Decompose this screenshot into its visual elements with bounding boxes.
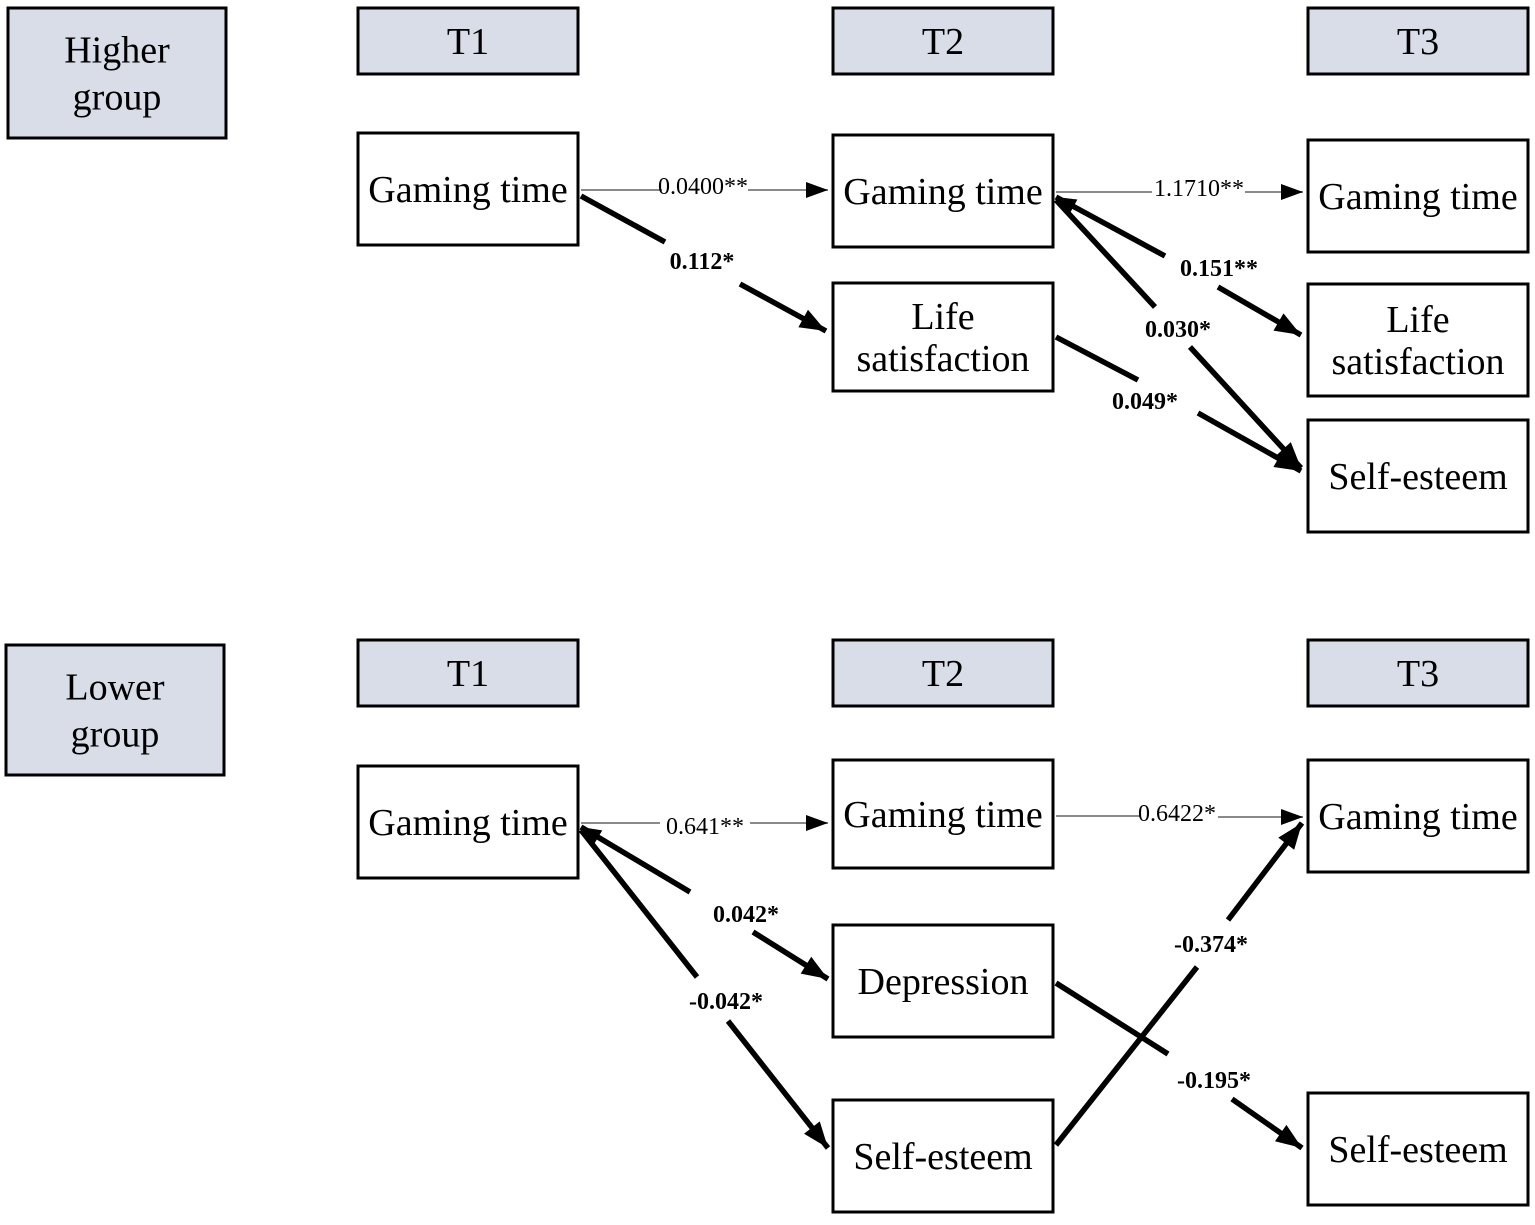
higher-group-gaming-time-t3-box: [1306, 138, 1530, 254]
lower-group-edge-t1-gaming-to-t2-depression-coefficient: 0.042*: [713, 902, 779, 928]
lower-group-edge-t2-depression-to-t3-selfesteem-arrowhead-icon: [1274, 1124, 1302, 1148]
lower-group-edge-t1-gaming-to-t2-gaming-coefficient: 0.641**: [666, 814, 744, 840]
lower-group-edge-t2-selfesteem-to-t3-gaming-coefficient: -0.374*: [1174, 932, 1248, 958]
higher-group-gaming-time-t2-box: [831, 133, 1055, 249]
higher-group-edge-t2-gaming-to-t3-lifesat-coefficient: 0.151**: [1180, 256, 1258, 282]
higher-group-edge-t1-gaming-to-t2-lifesat-arrowhead-icon: [798, 309, 826, 331]
higher-group-gaming-time-t1-label: Gaming time: [368, 169, 567, 211]
higher-group-gaming-time-t1-box: [356, 131, 580, 247]
higher-group-header-t3-label: T3: [1397, 21, 1439, 63]
lower-group-self-esteem-t2-label: Self-esteem: [853, 1136, 1032, 1178]
higher-group-edge-t2-lifesat-to-t3-selfesteem-coefficient: 0.049*: [1112, 389, 1178, 415]
higher-group-header-t1-label: T1: [447, 21, 489, 63]
lower-group-edge-t2-selfesteem-to-t3-gaming-segment-0: [1053, 965, 1200, 1147]
lower-group-self-esteem-t2-box: [831, 1098, 1055, 1214]
lower-group-edge-t2-depression-to-t3-selfesteem-segment-0: [1054, 980, 1170, 1057]
lower-group-edge-t2-depression-to-t3-selfesteem-coefficient: -0.195*: [1177, 1068, 1251, 1094]
lower-group-edge-t1-gaming-to-t2-selfesteem-segment-1: [725, 1019, 831, 1150]
higher-group-edge-t2-gaming-to-t3-lifesat-segment-0: [1054, 194, 1167, 259]
higher-group-edge-t2-gaming-to-t3-lifesat-arrowhead-icon: [1273, 313, 1301, 335]
lower-group-header-t3-label: T3: [1397, 653, 1439, 695]
lower-group-label-box: [4, 643, 226, 777]
higher-group-edge-t2-gaming-to-t3-gaming-coefficient: 1.1710**: [1154, 176, 1244, 202]
lower-group-gaming-time-t2-box: [831, 758, 1055, 870]
lower-group-gaming-time-t3-label: Gaming time: [1318, 796, 1517, 838]
higher-group-header-t3-box: [1306, 6, 1530, 76]
lower-group-edge-t1-gaming-to-t2-selfesteem-segment-0: [578, 828, 700, 979]
higher-group-edge-t2-gaming-to-t3-selfesteem-coefficient: 0.030*: [1145, 317, 1211, 343]
lower-group-gaming-time-t1-box: [356, 764, 580, 880]
lower-group-edge-t2-gaming-to-t3-gaming-coefficient: 0.6422*: [1138, 801, 1216, 827]
lower-group-edge-t1-gaming-to-t2-depression-reverse-arrowhead-icon: [581, 827, 603, 845]
lower-group-self-esteem-t3-box: [1306, 1091, 1530, 1207]
lower-group-header-t1-box: [356, 638, 580, 708]
lower-group-edge-t1-gaming-to-t2-selfesteem-coefficient: -0.042*: [689, 989, 763, 1015]
lower-group-edge-t1-gaming-to-t2-depression-segment-0: [579, 824, 692, 895]
higher-group-edge-t2-lifesat-to-t3-selfesteem-segment-0: [1054, 334, 1140, 383]
higher-group-edge-t1-gaming-to-t2-gaming-arrowhead-icon: [806, 182, 828, 198]
higher-group-gaming-time-t2-label: Gaming time: [843, 171, 1042, 213]
higher-group-edge-t2-gaming-to-t3-selfesteem-segment-0: [1053, 198, 1158, 309]
lower-group-depression-t2-label: Depression: [858, 961, 1029, 1003]
higher-group-edge-t1-gaming-to-t2-gaming-coefficient: 0.0400**: [658, 174, 748, 200]
lower-group-header-t1-label: T1: [447, 653, 489, 695]
higher-group-header-t1-box: [356, 6, 580, 76]
higher-group-edge-t2-gaming-to-t3-lifesat-reverse-arrowhead-icon: [1056, 197, 1078, 214]
higher-group-header-t2-box: [831, 6, 1055, 76]
higher-group-label-box: [6, 6, 228, 140]
higher-group-life-satisfaction-t2-box: [831, 281, 1055, 393]
lower-group-header-t2-label: T2: [922, 653, 964, 695]
lower-group-edge-t1-gaming-to-t2-gaming-arrowhead-icon: [806, 815, 828, 831]
higher-group-header-t2-label: T2: [922, 21, 964, 63]
lower-group-edge-t2-gaming-to-t3-gaming-arrowhead-icon: [1281, 809, 1303, 825]
lower-group-gaming-time-t1-label: Gaming time: [368, 802, 567, 844]
higher-group-edge-t2-gaming-to-t3-gaming-arrowhead-icon: [1281, 184, 1303, 200]
lower-group-gaming-time-t2-label: Gaming time: [843, 794, 1042, 836]
higher-group-edge-t2-gaming-to-t3-selfesteem-arrowhead-icon: [1276, 442, 1301, 468]
higher-group-self-esteem-t3-label: Self-esteem: [1328, 456, 1507, 498]
higher-group-life-satisfaction-t3-box: [1306, 282, 1530, 398]
higher-group-edge-t1-gaming-to-t2-lifesat-segment-0: [579, 193, 667, 245]
higher-group-self-esteem-t3-box: [1306, 418, 1530, 534]
lower-group-self-esteem-t3-label: Self-esteem: [1328, 1129, 1507, 1171]
higher-group-gaming-time-t3-label: Gaming time: [1318, 176, 1517, 218]
lower-group-gaming-time-t3-box: [1306, 758, 1530, 874]
lower-group-edge-t2-selfesteem-to-t3-gaming-arrowhead-icon: [1278, 823, 1302, 850]
higher-group-edge-t2-lifesat-to-t3-selfesteem-arrowhead-icon: [1273, 449, 1301, 471]
lower-group-depression-t2-box: [831, 923, 1055, 1039]
lower-group-header-t3-box: [1306, 638, 1530, 708]
higher-group-edge-t2-gaming-to-t3-selfesteem-segment-1: [1187, 345, 1304, 470]
lower-group-header-t2-box: [831, 638, 1055, 708]
higher-group-edge-t1-gaming-to-t2-lifesat-coefficient: 0.112*: [670, 249, 735, 275]
lower-group-edge-t1-gaming-to-t2-depression-arrowhead-icon: [800, 956, 828, 979]
lower-group-edge-t1-gaming-to-t2-selfesteem-arrowhead-icon: [804, 1121, 828, 1148]
